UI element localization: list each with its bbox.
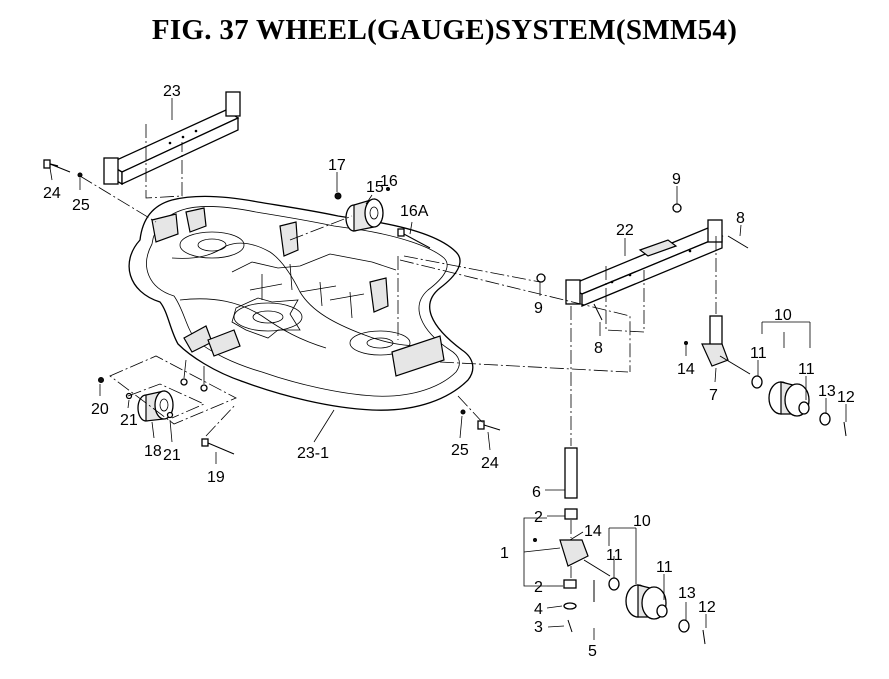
deck-roller-18 [137,390,174,422]
callout-25-right: 25 [451,442,469,459]
callout-17: 17 [328,157,346,174]
callout-13-bottom: 13 [678,585,696,602]
callout-11-bottom-b: 11 [656,559,673,576]
callout-24-left: 24 [43,185,61,202]
caster-assembly-lower [559,447,706,645]
fasteners [43,159,749,542]
callout-5: 5 [588,643,597,660]
callout-8-bottom: 8 [594,340,603,357]
rear-gauge-bar-22 [565,219,724,333]
leader-lines [49,98,847,640]
callout-12-bottom: 12 [698,599,716,616]
callout-12-top: 12 [837,389,855,406]
callout-23: 23 [163,83,181,100]
callout-10-bottom: 10 [633,513,651,530]
callout-16: 16 [380,173,398,190]
callout-10-top: 10 [774,307,792,324]
callout-22: 22 [616,222,634,239]
callout-9-bottom: 9 [534,300,543,317]
callout-11-top-b: 11 [798,361,815,378]
callout-21-left: 21 [120,412,138,429]
callout-11-bottom-a: 11 [606,547,623,564]
callout-15: 15 [366,179,384,196]
callout-25-left: 25 [72,197,90,214]
callout-1: 1 [500,545,509,562]
callout-11-top-a: 11 [750,345,767,362]
callout-8-top: 8 [736,210,745,227]
callout-23-1: 23-1 [297,445,329,462]
callout-18: 18 [144,443,162,460]
callout-6: 6 [532,484,541,501]
callout-3: 3 [534,619,543,636]
assembly-centerlines [79,175,717,578]
callout-16a: 16A [400,203,429,220]
callout-14-top: 14 [677,361,695,378]
callout-2-top: 2 [534,509,543,526]
callout-24-right: 24 [481,455,499,472]
callout-14-bottom: 14 [584,523,602,540]
mower-deck-housing [128,195,474,411]
deck-roller-15 [345,198,384,232]
callout-2-bottom: 2 [534,579,543,596]
caster-assembly-upper [701,315,847,437]
callout-20: 20 [91,401,109,418]
front-gauge-bar-23 [103,91,241,199]
callout-13-top: 13 [818,383,836,400]
callout-7: 7 [709,387,718,404]
callout-21-right: 21 [163,447,181,464]
callout-9-top: 9 [672,171,681,188]
callout-4: 4 [534,601,543,618]
callout-19: 19 [207,469,225,486]
figure-title: FIG. 37 WHEEL(GAUGE)SYSTEM(SMM54) [151,14,738,46]
callout-labels: 23 24 25 17 15 16 16A 9 8 22 9 8 10 11 1… [43,83,855,660]
